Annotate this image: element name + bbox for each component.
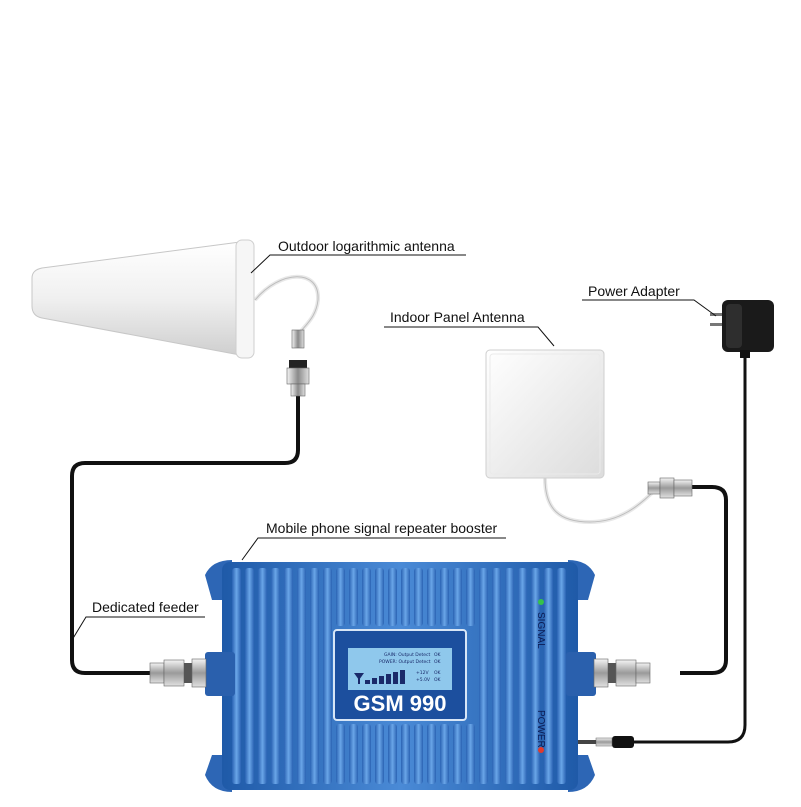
heat-sink-fin bbox=[427, 568, 436, 626]
power-label: POWER bbox=[535, 710, 546, 748]
lcd-gain-status: OK bbox=[434, 652, 442, 658]
label-feeder: Dedicated feeder bbox=[92, 599, 199, 615]
heat-sink-fin bbox=[544, 568, 553, 784]
callout-power-adapter: Power Adapter bbox=[582, 283, 717, 317]
heat-sink-fin bbox=[440, 568, 449, 626]
power-adapter bbox=[710, 300, 774, 358]
heat-sink-fin bbox=[518, 568, 527, 784]
heat-sink-fin bbox=[531, 568, 540, 784]
lcd-12v: +12V bbox=[416, 670, 429, 676]
heat-sink-fin bbox=[479, 568, 488, 784]
heat-sink-fin bbox=[466, 724, 475, 784]
lcd-display: GAIN: Output Detect OK POWER: Output Det… bbox=[333, 629, 467, 721]
callout-repeater: Mobile phone signal repeater booster bbox=[241, 520, 506, 561]
indoor-panel-antenna bbox=[485, 349, 605, 479]
power-cable bbox=[632, 355, 747, 744]
model-name: GSM 990 bbox=[354, 691, 447, 716]
heat-sink-fin bbox=[505, 568, 514, 784]
heat-sink-fin bbox=[375, 568, 384, 626]
heat-sink-fin bbox=[388, 724, 397, 784]
callout-feeder: Dedicated feeder bbox=[71, 599, 205, 641]
outdoor-log-antenna bbox=[31, 239, 255, 359]
outdoor-feeder-cable bbox=[70, 395, 300, 675]
signal-led bbox=[538, 599, 544, 605]
heat-sink-fin bbox=[375, 724, 384, 784]
label-repeater: Mobile phone signal repeater booster bbox=[266, 520, 497, 536]
lcd-12v-status: OK bbox=[434, 670, 442, 676]
heat-sink-fin bbox=[310, 568, 319, 784]
heat-sink-fin bbox=[440, 724, 449, 784]
indoor-connector bbox=[647, 477, 693, 499]
heat-sink-fin bbox=[323, 568, 332, 784]
power-led bbox=[538, 747, 544, 753]
heat-sink-fin bbox=[414, 568, 423, 626]
device-output-connector bbox=[593, 658, 651, 688]
lcd-gain-line: GAIN: Output Detect bbox=[384, 652, 431, 658]
device-input-connector bbox=[149, 658, 207, 688]
label-outdoor-antenna: Outdoor logarithmic antenna bbox=[278, 238, 455, 254]
heat-sink-fin bbox=[245, 568, 254, 784]
heat-sink-fin bbox=[297, 568, 306, 784]
heat-sink-fin bbox=[401, 568, 410, 626]
lcd-power-status: OK bbox=[434, 659, 442, 665]
heat-sink-fin bbox=[336, 724, 345, 784]
heat-sink-fin bbox=[271, 568, 280, 784]
heat-sink-fin bbox=[414, 724, 423, 784]
heat-sink-fin bbox=[349, 724, 358, 784]
heat-sink-fin bbox=[466, 568, 475, 626]
heat-sink-fin bbox=[336, 568, 345, 626]
heat-sink-fins bbox=[232, 568, 566, 784]
heat-sink-fin bbox=[232, 568, 241, 784]
heat-sink-fin bbox=[427, 724, 436, 784]
indoor-feeder-cable bbox=[680, 485, 728, 675]
callout-indoor-antenna: Indoor Panel Antenna bbox=[384, 309, 555, 347]
outdoor-n-connector bbox=[286, 360, 310, 397]
heat-sink-fin bbox=[258, 568, 267, 784]
heat-sink-fin bbox=[388, 568, 397, 626]
heat-sink-fin bbox=[362, 724, 371, 784]
outdoor-jumper-connector bbox=[291, 329, 305, 349]
cables bbox=[70, 274, 747, 744]
label-indoor-antenna: Indoor Panel Antenna bbox=[390, 309, 525, 325]
heat-sink-fin bbox=[453, 568, 462, 626]
heat-sink-fin bbox=[284, 568, 293, 784]
dc-plug bbox=[578, 736, 634, 748]
lcd-5v: +5.0V bbox=[416, 677, 431, 683]
heat-sink-fin bbox=[362, 568, 371, 626]
signal-label: SIGNAL bbox=[535, 612, 546, 649]
label-power-adapter: Power Adapter bbox=[588, 283, 680, 299]
heat-sink-fin bbox=[453, 724, 462, 784]
outdoor-jumper-cable bbox=[253, 274, 321, 337]
heat-sink-fin bbox=[557, 568, 566, 784]
heat-sink-fin bbox=[492, 568, 501, 784]
heat-sink-fin bbox=[349, 568, 358, 626]
callout-outdoor-antenna: Outdoor logarithmic antenna bbox=[250, 238, 466, 274]
lcd-power-line: POWER: Output Detect bbox=[379, 659, 431, 665]
heat-sink-fin bbox=[401, 724, 410, 784]
lcd-5v-status: OK bbox=[434, 677, 442, 683]
signal-bars-icon bbox=[354, 670, 405, 684]
